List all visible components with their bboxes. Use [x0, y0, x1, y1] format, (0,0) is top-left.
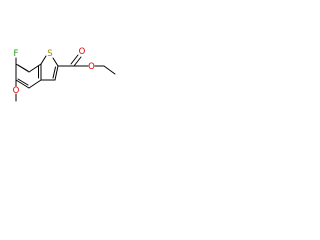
bond-c2-c3 — [54, 65, 59, 81]
ester-oxygen-label: O — [88, 62, 95, 72]
carbonyl-oxygen-label: O — [79, 47, 86, 57]
bond-c6-c7-inner — [17, 64, 29, 72]
sulfur-atom-label: S — [47, 49, 52, 59]
bond-c7-c7a — [28, 63, 42, 73]
bond-c-o-double-a — [73, 56, 82, 67]
bond-c-o-double-b — [70, 54, 79, 65]
bond-c7a-s1 — [40, 55, 47, 65]
bond-c3a-c4 — [28, 79, 42, 89]
structure-diagram: F S O O O — [13, 47, 116, 102]
bond-c4-c5-inner — [17, 78, 29, 86]
bond-c2-c3-inner — [52, 66, 56, 79]
bond-c4-c5 — [15, 79, 30, 89]
molecule-canvas: F S O O O — [0, 0, 152, 152]
bond-ch2-ch3 — [103, 65, 116, 75]
fluorine-atom-label: F — [14, 49, 19, 59]
bond-s1-c2 — [52, 57, 59, 67]
bonds — [15, 54, 116, 102]
methoxy-oxygen-label: O — [13, 86, 20, 96]
